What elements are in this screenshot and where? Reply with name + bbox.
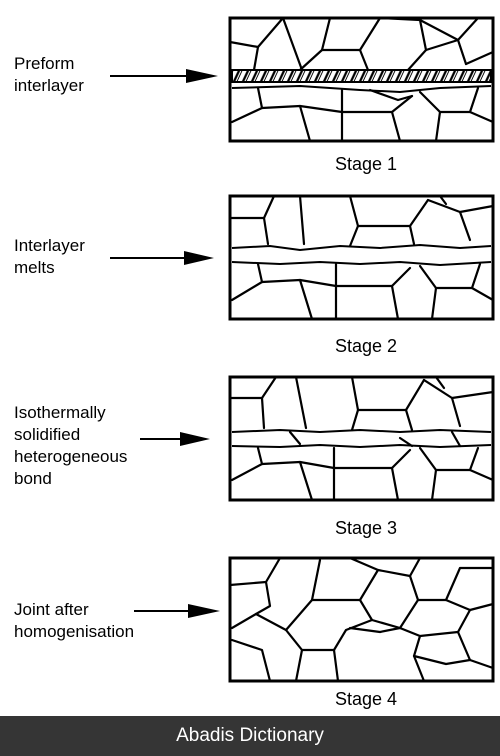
stage-3-bottom-grains: [230, 446, 495, 502]
stage-3-caption: Stage 3: [335, 518, 397, 538]
stage-1-label-line-1: Preform: [14, 54, 74, 73]
stage-4-caption: Stage 4: [335, 689, 397, 709]
stage-2-top-grains: [228, 194, 495, 248]
stage-1: Preform interlayer: [14, 16, 495, 174]
stage-4-arrow: [134, 604, 220, 618]
stage-3-label-line-3: heterogeneous: [14, 447, 127, 466]
stage-1-caption: Stage 1: [335, 154, 397, 174]
stage-1-bottom-grains: [230, 84, 495, 143]
stage-2-label-line-1: Interlayer: [14, 236, 85, 255]
stage-1-arrow: [110, 69, 218, 83]
stage-4-grains: [228, 556, 495, 683]
stage-2-bottom-grains: [230, 262, 495, 321]
stage-3-top-grains: [228, 375, 495, 432]
stage-3-label-line-1: Isothermally: [14, 403, 106, 422]
stage-3: Isothermally solidified heterogeneous bo…: [14, 375, 495, 538]
stage-2-label-line-2: melts: [14, 258, 55, 277]
stage-2-melted-interlayer: [231, 243, 492, 267]
tlp-bonding-diagram: Preform interlayer: [14, 16, 495, 709]
stage-3-microstructure-box: [228, 375, 495, 502]
stage-4-microstructure-box: [228, 556, 495, 683]
stage-2: Interlayer melts: [14, 194, 495, 356]
stage-3-bond-layer: [231, 428, 492, 449]
stage-3-arrow: [140, 432, 210, 446]
footer-text: Abadis Dictionary: [176, 725, 324, 746]
stage-2-arrow: [110, 251, 214, 265]
stage-1-top-grains: [228, 16, 495, 72]
stage-1-microstructure-box: [228, 16, 495, 143]
footer-bar: Abadis Dictionary: [0, 716, 500, 756]
stage-4-label-line-2: homogenisation: [14, 622, 134, 641]
stage-1-interlayer-strip: [231, 69, 492, 83]
stage-3-label-line-2: solidified: [14, 425, 80, 444]
stage-4: Joint after homogenisation: [14, 556, 495, 709]
stage-3-label-line-4: bond: [14, 469, 52, 488]
stage-2-caption: Stage 2: [335, 336, 397, 356]
stage-1-label-line-2: interlayer: [14, 76, 84, 95]
stage-4-label-line-1: Joint after: [14, 600, 89, 619]
stage-2-microstructure-box: [228, 194, 495, 321]
